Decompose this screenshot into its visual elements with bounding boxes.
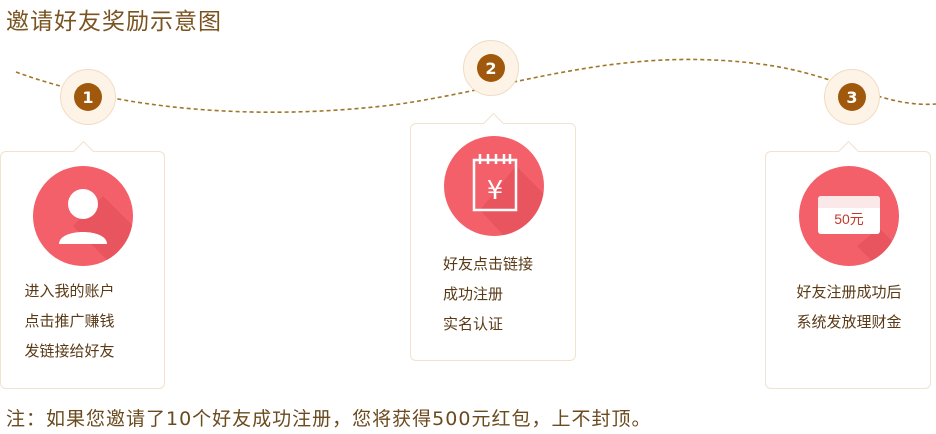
step-1-line-2: 点击推广赚钱 (24, 312, 115, 330)
footnote: 注：如果您邀请了10个好友成功注册，您将获得500元红包，上不封顶。 (6, 408, 652, 430)
user-icon-circle (33, 166, 133, 266)
red-packet-icon-circle: 50元 (799, 166, 899, 266)
step-2-line-2: 成功注册 (443, 285, 504, 303)
step-1-number: 1 (74, 83, 102, 111)
red-packet-icon: 50元 (818, 196, 880, 234)
step-3-text: 好友注册成功后 系统发放理财金 (766, 277, 932, 337)
step-1-line-3: 发链接给好友 (24, 342, 115, 360)
step-2-text: 好友点击链接 成功注册 实名认证 (443, 249, 533, 339)
step-2-line-3: 实名认证 (443, 315, 504, 333)
yen-symbol: ¥ (487, 176, 504, 206)
step-1-card: 进入我的账户 点击推广赚钱 发链接给好友 (0, 140, 166, 389)
step-2-badge: 2 (463, 40, 519, 96)
step-1-badge: 1 (60, 69, 116, 125)
calendar-icon-circle: ¥ (444, 136, 544, 236)
step-1-line-1: 进入我的账户 (24, 282, 115, 300)
step-3-badge: 3 (824, 69, 880, 125)
step-2-line-1: 好友点击链接 (443, 255, 534, 273)
step-1-text: 进入我的账户 点击推广赚钱 发链接给好友 (1, 276, 166, 366)
calendar-yen-icon: ¥ (472, 154, 544, 236)
red-packet-amount: 50元 (834, 211, 864, 227)
step-3-line-1: 好友注册成功后 (796, 283, 902, 301)
step-3-number: 3 (838, 83, 866, 111)
step-2-number: 2 (477, 54, 505, 82)
step-3-card: 50元 好友注册成功后 系统发放理财金 (765, 140, 932, 389)
step-3-line-2: 系统发放理财金 (796, 313, 902, 331)
user-icon (59, 189, 133, 266)
step-2-card: ¥ 好友点击链接 成功注册 实名认证 (410, 112, 576, 361)
page-title: 邀请好友奖励示意图 (6, 9, 222, 35)
